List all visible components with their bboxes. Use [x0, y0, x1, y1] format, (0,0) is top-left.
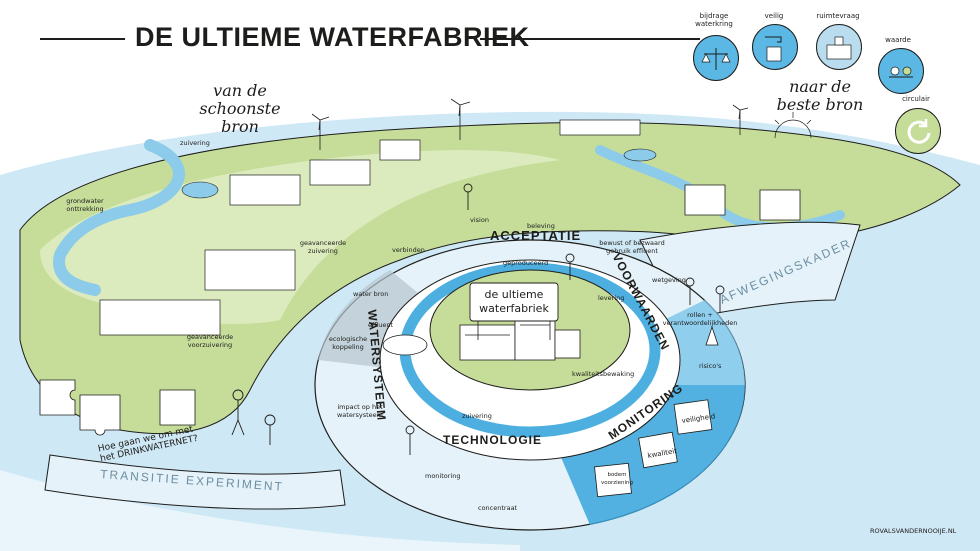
pond: [623, 148, 657, 162]
people-figures: [231, 183, 725, 455]
cycle-icon: [895, 108, 941, 154]
badge-label: waarde: [885, 36, 911, 44]
label-bodemvoorziening: bodem voorziening: [600, 472, 634, 486]
label-geavanceerde-voorzuivering: geavanceerde voorzuivering: [186, 333, 234, 349]
credits: ROVALSVANDERNOOIJE.NL: [870, 527, 957, 535]
label-vision: vision: [470, 216, 489, 224]
label-grondwater: grondwater onttrekking: [66, 197, 104, 213]
title-rule-left: [40, 38, 125, 40]
page-title: DE ULTIEME WATERFABRIEK: [135, 22, 530, 52]
balance-icon: [878, 48, 924, 94]
scale-icon: [693, 35, 739, 81]
pond: [181, 181, 219, 199]
label-kwaliteitsbewaking: kwaliteitsbewaking: [572, 370, 634, 378]
header: DE ULTIEME WATERFABRIEK: [40, 18, 700, 58]
center-sign-line1: de ultieme: [485, 288, 544, 301]
label-rollen: rollen + verantwoordelijkheden: [662, 311, 738, 327]
acceptatie-label: ACCEPTATIE: [490, 228, 581, 243]
badge-label: bijdrage waterkring: [695, 12, 733, 28]
label-beleving: beleving: [527, 222, 555, 230]
building-icon: [816, 24, 862, 70]
central-factory: [459, 314, 581, 361]
banner-van-de-schoonste-bron: van de schoonste bron: [199, 81, 281, 136]
shore-foreground: [0, 470, 520, 551]
river-left: [53, 139, 185, 296]
label-levering: levering: [598, 294, 624, 302]
clarifier-tank: [382, 334, 428, 356]
label-bewust-effluent: bewust of bezwaard gebruik effluent: [599, 239, 665, 255]
label-zuivering-tech: zuivering: [462, 412, 492, 420]
label-wetgeving: wetgeving: [652, 276, 686, 284]
label-risicos: risico's: [699, 362, 722, 370]
label-geproduceerd: geproduceerd: [503, 259, 548, 267]
monitoring-cards: [594, 399, 713, 498]
banner-naar-de-beste-bron: naar de beste bron: [776, 77, 864, 114]
badge-label: ruimtevraag: [816, 12, 860, 20]
label-ecologische-koppeling: ecologische koppeling: [328, 335, 368, 351]
label-zuivering: zuivering: [180, 139, 210, 147]
title-rule-right: [480, 38, 700, 40]
badge-label: circulair: [902, 95, 930, 103]
tap-icon: [752, 24, 798, 70]
transitie-band: [44, 454, 346, 510]
center-sign: de ultieme waterfabriek: [469, 282, 559, 340]
label-waterbron: water bron: [353, 290, 388, 298]
wind-turbines: [311, 98, 749, 150]
center-sign-line2: waterfabriek: [479, 302, 549, 315]
label-impact: impact op het watersysteem: [336, 403, 384, 419]
label-monitoring-bio: monitoring: [425, 472, 460, 480]
technologie-label: TECHNOLOGIE: [443, 433, 542, 447]
label-concentraat: concentraat: [478, 504, 518, 512]
label-verbinden: verbinden: [392, 246, 425, 254]
traffic-cone-icon: [705, 325, 719, 346]
label-geavanceerde-zuivering: geavanceerde zuivering: [299, 239, 347, 255]
badge-label: veilig: [764, 12, 784, 20]
label-effluent: effluent: [368, 321, 394, 329]
puzzle-pieces: [39, 184, 801, 436]
sun-icon: [774, 112, 812, 139]
factory-buildings: [99, 119, 641, 336]
